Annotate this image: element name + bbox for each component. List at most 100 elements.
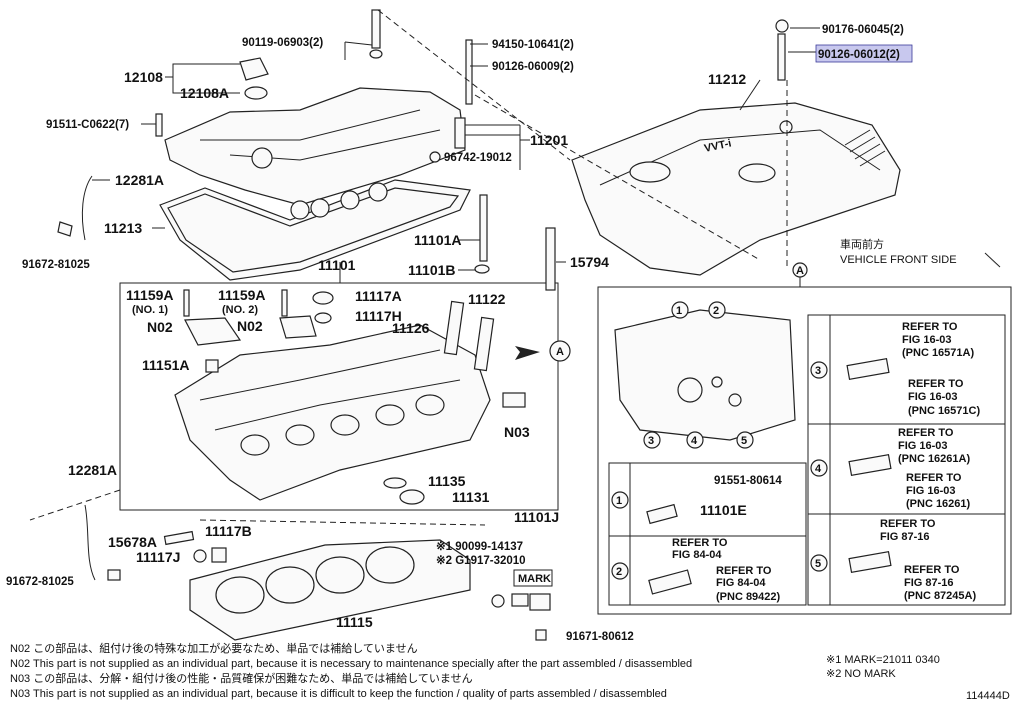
label-96742-19012[interactable]: 96742-19012 bbox=[444, 152, 512, 164]
label-90126-06012[interactable]: 90126-06012(2) bbox=[818, 49, 900, 61]
label-90119-06903[interactable]: 90119-06903(2) bbox=[242, 37, 323, 49]
inset-labels: 1 2 3 4 5 1 91551-80614 11101E 2 REFER T… bbox=[611, 301, 980, 603]
part-labels: 90119-06903(2) 12108 12108A 91511-C0622(… bbox=[6, 24, 957, 643]
label-11101B[interactable]: 11101B bbox=[408, 262, 456, 278]
label-11117A[interactable]: 11117A bbox=[355, 288, 402, 304]
inset-item-3-ref1b[interactable]: FIG 16-03 bbox=[902, 334, 952, 346]
label-91511-c0622[interactable]: 91511-C0622(7) bbox=[46, 119, 129, 131]
valve-cover-drawing bbox=[57, 9, 473, 281]
inset-frame bbox=[597, 286, 1012, 615]
cylinder-head-drawing bbox=[119, 194, 571, 511]
label-n02-b: N02 bbox=[237, 318, 263, 334]
label-11159A-2[interactable]: 11159A bbox=[218, 287, 266, 303]
inset-item-2-ref2a: REFER TO bbox=[716, 565, 772, 577]
inset-item-4-ref1b[interactable]: FIG 16-03 bbox=[898, 440, 948, 452]
label-12108[interactable]: 12108 bbox=[124, 69, 163, 85]
inset-sketch-1: 1 bbox=[676, 305, 682, 317]
label-n03: N03 bbox=[504, 424, 530, 440]
label-mark-box: MARK bbox=[518, 573, 551, 585]
inset-item-3-ref2c[interactable]: (PNC 16571C) bbox=[908, 405, 980, 417]
label-11122[interactable]: 11122 bbox=[468, 291, 506, 307]
label-12281A-top[interactable]: 12281A bbox=[115, 172, 164, 188]
inset-item-2-ref2c[interactable]: (PNC 89422) bbox=[716, 591, 781, 603]
label-11115[interactable]: 11115 bbox=[336, 614, 373, 630]
label-mark1-code[interactable]: ※1 90099-14137 bbox=[436, 540, 523, 553]
label-91672-81025-top[interactable]: 91672-81025 bbox=[22, 259, 90, 271]
mark-note-1: ※1 MARK=21011 0340 bbox=[826, 654, 940, 666]
inset-item-2-num: 2 bbox=[616, 566, 622, 578]
callout-a-cover: A bbox=[796, 265, 804, 277]
vehicle-front-en: VEHICLE FRONT SIDE bbox=[840, 254, 957, 266]
inset-item-4-num: 4 bbox=[815, 463, 822, 475]
label-90176-06045[interactable]: 90176-06045(2) bbox=[822, 24, 904, 36]
inset-item-3-ref2b[interactable]: FIG 16-03 bbox=[908, 391, 958, 403]
label-11117H[interactable]: 11117H bbox=[355, 308, 402, 324]
inset-item-3-ref1c[interactable]: (PNC 16571A) bbox=[902, 347, 974, 359]
note-n03-jp: N03 この部品は、分解・組付け後の性能・品質確保が困難なため、単品では補給して… bbox=[10, 671, 473, 685]
footer-notes: N02 この部品は、組付け後の特殊な加工が必要なため、単品では補給していません … bbox=[10, 641, 1010, 702]
label-11212[interactable]: 11212 bbox=[708, 71, 746, 87]
inset-item-4-ref1a: REFER TO bbox=[898, 427, 954, 439]
label-11131[interactable]: 11131 bbox=[452, 489, 490, 505]
inset-sketch-5: 5 bbox=[741, 435, 747, 447]
inset-item-2-ref1a: REFER TO bbox=[672, 537, 728, 549]
head-gasket-drawing bbox=[84, 504, 553, 641]
callout-a-head: A bbox=[556, 346, 564, 358]
note-n02-en: N02 This part is not supplied as an indi… bbox=[10, 658, 692, 670]
label-11213[interactable]: 11213 bbox=[104, 220, 142, 236]
inset-sketch-3: 3 bbox=[648, 435, 654, 447]
label-90126-06009[interactable]: 90126-06009(2) bbox=[492, 61, 574, 73]
label-94150-10641[interactable]: 94150-10641(2) bbox=[492, 39, 574, 51]
inset-item-3-ref2a: REFER TO bbox=[908, 378, 964, 390]
inset-item-5-num: 5 bbox=[815, 558, 821, 570]
highlight-box bbox=[815, 44, 913, 63]
inset-item-5-ref1a: REFER TO bbox=[880, 518, 936, 530]
inset-sketch-2: 2 bbox=[713, 305, 719, 317]
inset-item-1-part2[interactable]: 11101E bbox=[700, 502, 747, 518]
inset-item-4-ref2a: REFER TO bbox=[906, 472, 962, 484]
label-n02-a: N02 bbox=[147, 319, 173, 335]
inset-item-5-ref2b[interactable]: FIG 87-16 bbox=[904, 577, 954, 589]
inset-item-5-ref1b[interactable]: FIG 87-16 bbox=[880, 531, 930, 543]
label-91671-80612[interactable]: 91671-80612 bbox=[566, 631, 634, 643]
engine-cover-drawing bbox=[571, 19, 901, 276]
inset-item-4-ref2c[interactable]: (PNC 16261) bbox=[906, 498, 971, 510]
note-n02-jp: N02 この部品は、組付け後の特殊な加工が必要なため、単品では補給していません bbox=[10, 641, 418, 655]
label-11126[interactable]: 11126 bbox=[392, 320, 430, 336]
label-no-1: (NO. 1) bbox=[132, 304, 168, 316]
inset-item-3-num: 3 bbox=[815, 365, 821, 377]
label-11151A[interactable]: 11151A bbox=[142, 357, 190, 373]
label-15678A[interactable]: 15678A bbox=[108, 534, 157, 550]
vehicle-front-jp: 車両前方 bbox=[840, 237, 884, 251]
label-mark2-code[interactable]: ※2 G1917-32010 bbox=[436, 554, 526, 567]
label-no-2: (NO. 2) bbox=[222, 304, 258, 316]
inset-sketch-4: 4 bbox=[691, 435, 698, 447]
label-15794[interactable]: 15794 bbox=[570, 254, 609, 270]
label-12108A[interactable]: 12108A bbox=[180, 85, 229, 101]
inset-item-2-ref2b[interactable]: FIG 84-04 bbox=[716, 577, 766, 589]
label-91672-81025-bottom[interactable]: 91672-81025 bbox=[6, 576, 74, 588]
label-11159A-1[interactable]: 11159A bbox=[126, 287, 174, 303]
inset-item-4-ref1c[interactable]: (PNC 16261A) bbox=[898, 453, 970, 465]
label-11135[interactable]: 11135 bbox=[428, 473, 466, 489]
label-11117B[interactable]: 11117B bbox=[205, 523, 252, 539]
inset-item-5-ref2c[interactable]: (PNC 87245A) bbox=[904, 590, 976, 602]
label-11101[interactable]: 11101 bbox=[318, 257, 356, 273]
label-11201[interactable]: 11201 bbox=[530, 132, 568, 148]
label-11101A[interactable]: 11101A bbox=[414, 232, 462, 248]
inset-item-2-ref1b[interactable]: FIG 84-04 bbox=[672, 549, 722, 561]
figure-id: 114444D bbox=[966, 690, 1010, 702]
label-11101J[interactable]: 11101J bbox=[514, 509, 559, 525]
label-11117J[interactable]: 11117J bbox=[136, 549, 180, 565]
inset-item-4-ref2b[interactable]: FIG 16-03 bbox=[906, 485, 956, 497]
mark-note-2: ※2 NO MARK bbox=[826, 668, 896, 680]
note-n03-en: N03 This part is not supplied as an indi… bbox=[10, 688, 667, 700]
leader-lines bbox=[29, 9, 1001, 526]
label-12281A-bottom[interactable]: 12281A bbox=[68, 462, 117, 478]
inset-item-1-part[interactable]: 91551-80614 bbox=[714, 475, 782, 487]
inset-item-3-ref1a: REFER TO bbox=[902, 321, 958, 333]
inset-item-5-ref2a: REFER TO bbox=[904, 564, 960, 576]
cover-logo: VVT-i bbox=[703, 137, 732, 154]
